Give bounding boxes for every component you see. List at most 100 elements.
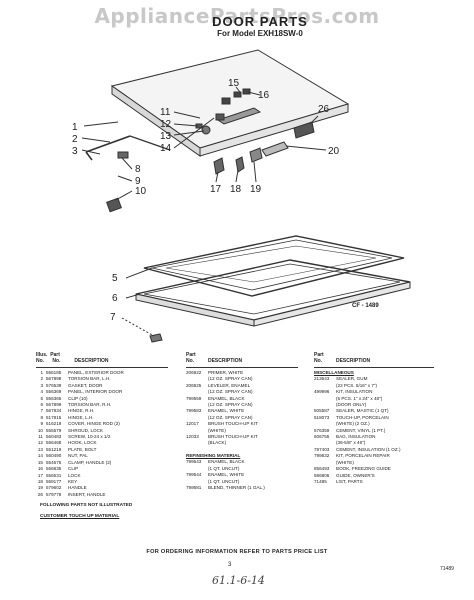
handle xyxy=(261,141,289,157)
part-description: KIT, INSULATION xyxy=(336,389,373,395)
ordering-note: FOR ORDERING INFORMATION REFER TO PARTS … xyxy=(146,549,328,555)
illus-number: 1 xyxy=(40,370,43,375)
part-number: 567899 xyxy=(46,402,62,408)
part-description: INSERT, HANDLE xyxy=(68,491,106,497)
header-part: Part xyxy=(314,352,324,358)
part-description: TORSION BAR, R.H. xyxy=(68,402,112,408)
part-description: PRIMER, WHITE xyxy=(208,370,244,375)
part-number: 516219 xyxy=(46,421,62,427)
part-description: GASKET, DOOR xyxy=(68,382,103,388)
callout-1: 1 xyxy=(72,122,78,133)
torsion-bar-left xyxy=(85,135,131,153)
part-number: 559177 xyxy=(46,478,62,484)
callout-16: 16 xyxy=(258,90,270,101)
part-description: (1 QT. UNCUT) xyxy=(208,478,240,484)
parts-row: (WHITE) (2 OZ.) xyxy=(314,421,401,427)
part-description: SEALER, GUM xyxy=(336,376,368,382)
illus-number: 19 xyxy=(37,485,43,491)
part-number: 560490 xyxy=(46,453,62,459)
door-gasket xyxy=(143,235,405,297)
part-description: (12 OZ. SPRAY CAN) xyxy=(208,376,253,382)
parts-row: (1 QT. UNCUT) xyxy=(186,466,265,472)
illus-number: 6 xyxy=(40,402,43,408)
part-number: 799583 xyxy=(186,408,202,414)
footnote-not-illustrated: FOLLOWING PARTS NOT ILLUSTRATED xyxy=(40,503,133,508)
part-description: HINGE, R.H. xyxy=(68,408,95,414)
part-description: (12 OZ. SPRAY CAN) xyxy=(208,389,253,395)
illus-number: 14 xyxy=(37,453,43,459)
part-number: 71485 xyxy=(314,478,327,484)
part-number xyxy=(186,440,208,446)
illus-number: 8 xyxy=(40,414,43,420)
handwritten-note: 61.1-6-14 xyxy=(212,574,265,587)
part-description: CLAMP, HANDLE (2) xyxy=(68,459,112,465)
part-description: SEALER, MASTIC (1 QT) xyxy=(336,408,389,414)
header-part: Part xyxy=(186,352,196,358)
callout-3: 3 xyxy=(72,146,78,157)
header-description: DESCRIPTION xyxy=(335,358,371,364)
illus-number: 17 xyxy=(37,472,43,478)
clip xyxy=(149,333,163,343)
illus-number: 4 xyxy=(40,389,43,395)
part-description: BLEND, THINNER (1 GAL.) xyxy=(208,484,265,490)
callout-17: 17 xyxy=(210,184,222,195)
part-number: 586806 xyxy=(314,472,330,478)
header-rule xyxy=(186,367,298,368)
part-description: (WHITE) xyxy=(336,459,354,465)
part-number: 206922 xyxy=(186,370,202,375)
part-description: TOUCH-UP, PORCELAIN xyxy=(336,414,389,420)
part-number: 606755 xyxy=(314,434,330,440)
part-number: 576359 xyxy=(314,427,330,433)
part-description: BOOK, FREEZING GUIDE xyxy=(336,466,391,472)
callout-26: 26 xyxy=(318,104,330,115)
part-number: 556185 xyxy=(46,370,62,375)
part-description: (5 PCS. 1" x 24" x 48") xyxy=(336,395,383,401)
part-description: HANDLE xyxy=(68,485,87,491)
col1-header: Illus. Part No. No. DESCRIPTION xyxy=(36,352,109,364)
parts-row: (DOOR ONLY) xyxy=(314,402,401,408)
part-description: SCREW, 10-24 x 1/2 xyxy=(68,434,111,440)
header-part-no: No. xyxy=(186,358,195,364)
page-subtitle: For Model EXH18SW-0 xyxy=(217,29,303,38)
part-number: 517815 xyxy=(46,414,62,420)
col3-header: Part No. DESCRIPTION xyxy=(314,352,370,364)
illus-number: 7 xyxy=(40,408,43,414)
illus-number: 13 xyxy=(37,446,43,452)
part-number: 799581 xyxy=(186,484,202,490)
header-part: Part xyxy=(50,352,60,358)
part-number: 560483 xyxy=(46,434,62,440)
handle-recess xyxy=(216,107,262,125)
parts-row: (5 PCS. 1" x 24" x 48") xyxy=(314,396,401,402)
exploded-diagram: 1 2 3 8 9 10 11 12 13 14 15 16 17 18 19 … xyxy=(72,49,411,343)
header-description: DESCRIPTION xyxy=(207,358,243,364)
part-number: 799832 xyxy=(314,453,330,459)
part-number: 797403 xyxy=(314,446,330,452)
handle-insert xyxy=(293,121,315,139)
col2-header: Part No. DESCRIPTION xyxy=(186,352,242,364)
part-number: 799544 xyxy=(186,472,202,478)
part-description: TORSION BAR, L.H. xyxy=(68,376,111,382)
part-description: ENAMEL, BLACK xyxy=(208,459,245,465)
parts-row: (36-5/8" x 46") xyxy=(314,440,401,446)
illus-number: 18 xyxy=(37,478,43,484)
